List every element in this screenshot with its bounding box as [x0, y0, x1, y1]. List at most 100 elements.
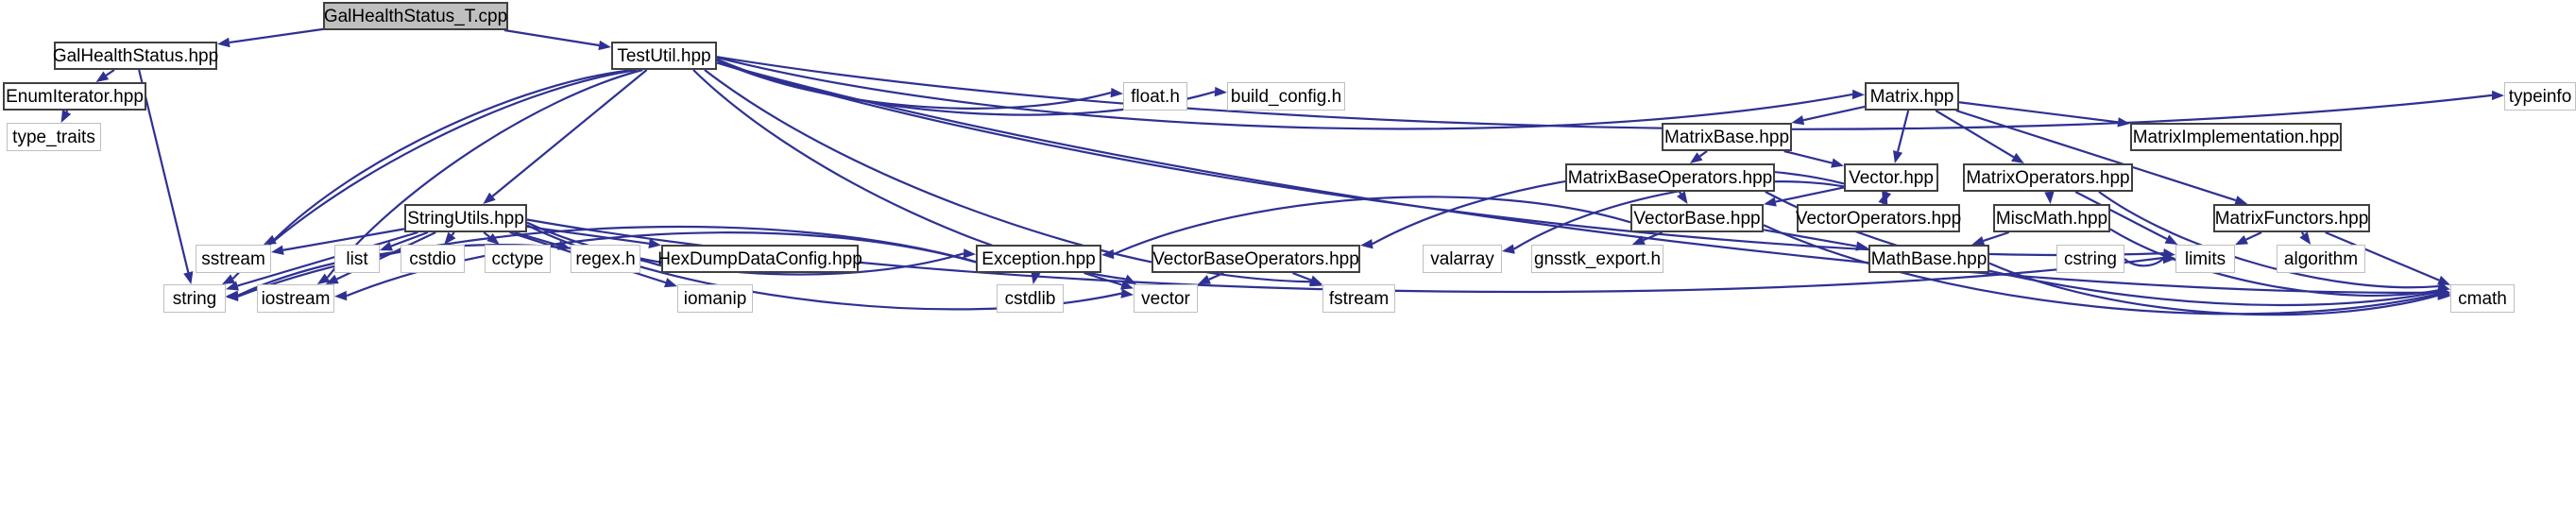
graph-node-limits[interactable]: limits [2175, 245, 2235, 273]
graph-edge-matrix-to-matriximpl [1958, 101, 2119, 124]
graph-edge-galhs-to-string [138, 69, 190, 273]
graph-edge-matrixops-to-limits [2074, 191, 2168, 241]
graph-node-label: cstring [2064, 248, 2117, 269]
graph-edge-matrix-to-mfunctors [1955, 109, 2237, 202]
graph-node-vectorbase[interactable]: VectorBase.hpp [1630, 204, 1764, 232]
graph-edge-stringutils-to-sstream [282, 228, 405, 251]
graph-node-enumiter[interactable]: EnumIterator.hpp [3, 82, 146, 111]
graph-edge-arrow-testutil-to-iostream [316, 273, 331, 284]
graph-node-mbaseops[interactable]: MatrixBaseOperators.hpp [1565, 163, 1775, 192]
graph-edge-arrow-vectorbase-to-gnsstkexp [1631, 235, 1646, 245]
graph-edge-arrow-matrix-to-matrixbase [1791, 115, 1805, 126]
graph-node-label: list [346, 248, 368, 269]
graph-node-sstream[interactable]: sstream [196, 245, 271, 273]
graph-node-buildcfg[interactable]: build_config.h [1227, 82, 1345, 111]
graph-node-label: cstdio [409, 248, 456, 269]
graph-node-matriximpl[interactable]: MatrixImplementation.hpp [2130, 123, 2342, 151]
graph-node-miscmath[interactable]: MiscMath.hpp [1993, 204, 2110, 232]
graph-edge-arrow-mfunctors-to-cmath [2437, 275, 2450, 285]
graph-edge-arrow-mfunctors-to-algorithm [2299, 231, 2312, 245]
graph-edge-arrow-matrix-to-matriximpl [2117, 117, 2130, 128]
graph-node-label: cmath [2458, 288, 2507, 309]
graph-edge-arrow-hexdump-to-string [226, 290, 239, 300]
graph-edge-miscmath-to-cmath [2109, 228, 2439, 298]
graph-node-exception[interactable]: Exception.hpp [976, 245, 1101, 273]
graph-node-stringutils[interactable]: StringUtils.hpp [404, 204, 527, 232]
graph-node-label: gnsstk_export.h [1533, 248, 1662, 269]
graph-edge-matrixbase-to-mbaseops [1698, 150, 1708, 158]
graph-edge-arrow-testutil-to-buildcfg [1214, 86, 1227, 97]
graph-edge-stringutils-to-list [390, 230, 429, 247]
graph-edge-arrow-stringutils-to-iostream [325, 274, 339, 284]
graph-edge-arrow-stringutils-to-iomanip [664, 278, 677, 288]
graph-node-mathbase[interactable]: MathBase.hpp [1868, 245, 1989, 273]
graph-node-regex_h[interactable]: regex.h [571, 245, 640, 273]
graph-node-cstring[interactable]: cstring [2056, 245, 2124, 273]
graph-node-valarray[interactable]: valarray [1423, 245, 1502, 273]
graph-node-fstream[interactable]: fstream [1322, 284, 1395, 313]
graph-node-gal_t[interactable]: GalHealthStatus_T.cpp [323, 2, 508, 30]
graph-edge-arrow-matrixbase-to-mbaseops [1689, 152, 1703, 163]
graph-node-vectorsys[interactable]: vector [1134, 284, 1198, 313]
graph-edge-vectorbase-to-cmath [1763, 224, 2439, 316]
graph-node-label: VectorBaseOperators.hpp [1152, 248, 1359, 269]
graph-node-label: TestUtil.hpp [617, 45, 711, 66]
graph-node-vectorops[interactable]: VectorOperators.hpp [1796, 204, 1961, 232]
graph-node-matrix[interactable]: Matrix.hpp [1865, 82, 1959, 111]
graph-node-cctype[interactable]: cctype [485, 245, 551, 273]
graph-edge-arrow-stringutils-to-vectorsys [1120, 288, 1134, 299]
graph-edge-arrow-matrix-to-matrixops [2011, 152, 2024, 163]
graph-edge-testutil-to-fstream [704, 69, 1311, 283]
graph-edge-testutil-to-cmath [716, 61, 2439, 294]
graph-node-label: build_config.h [1230, 86, 1342, 107]
graph-edge-testutil-to-stringutils [491, 69, 648, 197]
graph-edge-arrow-cstring-to-limits [2163, 253, 2175, 264]
graph-node-hexdump[interactable]: HexDumpDataConfig.hpp [657, 245, 862, 273]
graph-edge-arrow-miscmath-to-mathbase [1971, 235, 1986, 246]
graph-node-list[interactable]: list [334, 245, 380, 273]
graph-node-float_h[interactable]: float.h [1123, 82, 1187, 111]
graph-node-cstdio[interactable]: cstdio [401, 245, 465, 273]
graph-node-label: MatrixImplementation.hpp [2132, 127, 2340, 147]
graph-edge-arrow-matrixops-to-limits [2164, 234, 2178, 245]
graph-node-cstdlib[interactable]: cstdlib [997, 284, 1064, 313]
graph-node-label: limits [2184, 248, 2226, 269]
graph-edge-arrow-stringutils-to-string [226, 281, 239, 291]
graph-node-label: float.h [1131, 86, 1180, 107]
graph-node-vbaseops[interactable]: VectorBaseOperators.hpp [1152, 245, 1360, 273]
graph-node-label: EnumIterator.hpp [6, 86, 144, 107]
graph-edge-arrow-vectorbase-to-mathbase [1855, 241, 1868, 251]
graph-node-typeinfo[interactable]: typeinfo [2504, 82, 2576, 111]
graph-node-vector[interactable]: Vector.hpp [1844, 163, 1938, 192]
graph-node-string[interactable]: string [163, 284, 226, 313]
graph-edge-vbaseops-to-fstream [1292, 271, 1312, 282]
graph-node-cmath[interactable]: cmath [2450, 284, 2515, 313]
graph-edge-arrow-galhs-to-string [183, 271, 194, 284]
graph-node-matrixops[interactable]: MatrixOperators.hpp [1963, 163, 2133, 192]
graph-edge-testutil-to-string [231, 68, 638, 280]
graph-node-algorithm[interactable]: algorithm [2277, 245, 2365, 273]
graph-node-label: algorithm [2283, 248, 2359, 269]
graph-node-iostream[interactable]: iostream [257, 284, 334, 313]
graph-node-label: fstream [1328, 288, 1390, 309]
graph-edge-matrix-to-matrixbase [1802, 105, 1866, 122]
graph-node-galhs[interactable]: GalHealthStatus.hpp [53, 42, 218, 70]
graph-edge-arrow-vectorbase-to-exception [1101, 248, 1115, 260]
graph-edge-arrow-gal_t-to-testutil [598, 40, 611, 51]
graph-edge-mfunctors-to-limits [2245, 231, 2262, 241]
graph-edge-arrow-testutil-to-typeinfo [2491, 90, 2504, 101]
graph-node-testutil[interactable]: TestUtil.hpp [611, 42, 717, 70]
graph-node-label: valarray [1430, 248, 1494, 269]
graph-node-iomanip[interactable]: iomanip [677, 284, 753, 313]
graph-node-mfunctors[interactable]: MatrixFunctors.hpp [2213, 204, 2370, 232]
graph-node-label: cctype [491, 248, 544, 269]
graph-node-label: Matrix.hpp [1869, 86, 1954, 107]
graph-edge-matrixbase-to-vector [1783, 149, 1833, 164]
graph-node-matrixbase[interactable]: MatrixBase.hpp [1662, 123, 1792, 151]
graph-node-type_traits[interactable]: type_traits [7, 123, 101, 151]
graph-node-gnsstkexp[interactable]: gnsstk_export.h [1531, 245, 1663, 273]
graph-edge-arrow-stringutils-to-cstdio [444, 231, 456, 245]
graph-edge-arrow-stringutils-to-exception [963, 248, 976, 259]
graph-edge-arrow-matrix-to-mfunctors [2234, 196, 2248, 205]
graph-edge-arrow-vbaseops-to-vectorsys [1198, 275, 1211, 285]
